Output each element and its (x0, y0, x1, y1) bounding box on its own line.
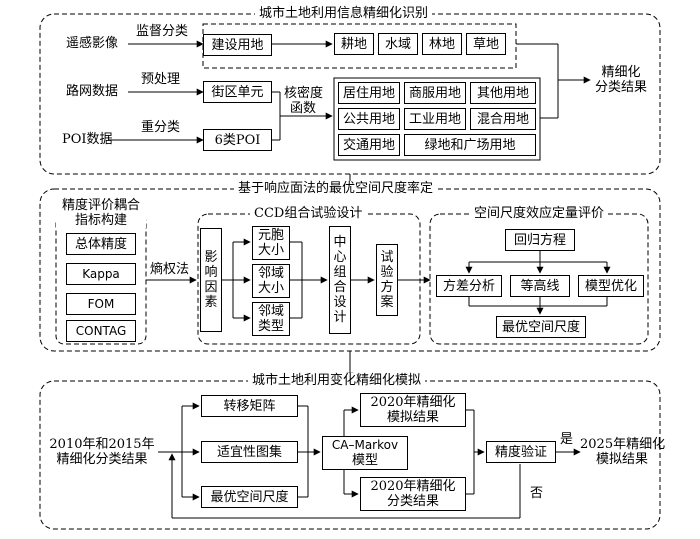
box-influence-factors: 影 响 因 素 (200, 228, 222, 332)
box-mixed: 混合用地 (470, 108, 536, 130)
box-regression-equation: 回归方程 (505, 229, 575, 251)
result-line-1: 精细化 (601, 65, 641, 80)
label-function: 函数 (290, 101, 317, 116)
box-2020-classification: 2020年精细化 分类结果 (360, 477, 466, 511)
box-overall-accuracy: 总体精度 (66, 233, 136, 255)
nbhd-size-line-1: 邻域 (257, 266, 284, 281)
sim-2020-line-1: 2020年精细化 (370, 395, 456, 410)
output-line-2: 模拟结果 (595, 452, 648, 467)
box-construction-land: 建设用地 (203, 34, 272, 56)
spatial-scale-title: 空间尺度效应定量评价 (470, 206, 609, 221)
label-entropy-weight: 熵权法 (150, 262, 190, 277)
box-cell-size: 元胞 大小 (252, 226, 290, 260)
box-optimal-scale-input: 最优空间尺度 (201, 486, 298, 508)
box-transport: 交通用地 (338, 134, 400, 156)
box-fom: FOM (66, 293, 136, 315)
output-line-1: 2025年精细化 (580, 437, 666, 452)
box-suitability-atlas: 适宜性图集 (201, 441, 298, 463)
section1-title: 城市土地利用信息精细化识别 (255, 6, 433, 21)
center-char: 心 (333, 250, 347, 265)
box-residential: 居住用地 (338, 82, 400, 104)
index-title-line-2: 指标构建 (74, 213, 127, 228)
cls-2020-line-1: 2020年精细化 (370, 479, 456, 494)
box-industrial: 工业用地 (404, 108, 466, 130)
scheme-char: 案 (380, 295, 394, 310)
box-public: 公共用地 (338, 108, 400, 130)
box-accuracy-validation: 精度验证 (486, 441, 556, 463)
nbhd-size-line-2: 大小 (257, 281, 284, 296)
box-forest: 林地 (422, 33, 462, 55)
cls-2020-line-2: 分类结果 (386, 494, 439, 509)
ca-markov-line-1: CA–Markov (331, 438, 399, 452)
result-refined-classification: 精细化 分类结果 (590, 65, 652, 95)
scheme-char: 方 (380, 280, 394, 295)
box-center-composite-design: 中 心 组 合 设 计 (329, 226, 351, 334)
label-reclassification: 重分类 (141, 120, 181, 135)
box-contag: CONTAG (66, 320, 136, 342)
box-block-unit: 街区单元 (203, 81, 272, 103)
box-neighborhood-size: 邻域 大小 (252, 264, 290, 298)
ca-markov-line-2: 模型 (351, 453, 378, 468)
box-variance-analysis: 方差分析 (436, 275, 502, 297)
index-construction-title: 精度评价耦合 指标构建 (56, 198, 146, 228)
box-experiment-scheme: 试 验 方 案 (376, 244, 398, 316)
box-contour: 等高线 (510, 275, 570, 297)
label-preprocessing: 预处理 (141, 72, 181, 87)
nbhd-type-line-1: 邻域 (257, 304, 284, 319)
box-model-optimization: 模型优化 (578, 275, 644, 297)
center-char: 组 (333, 265, 347, 280)
box-transition-matrix: 转移矩阵 (201, 395, 298, 417)
index-title-line-1: 精度评价耦合 (61, 198, 140, 213)
input-2010-2015: 2010年和2015年 精细化分类结果 (46, 437, 158, 467)
scheme-char: 试 (380, 250, 394, 265)
center-char: 计 (333, 310, 347, 325)
box-cultivated-land: 耕地 (334, 33, 374, 55)
box-kappa: Kappa (66, 263, 136, 285)
label-kernel-density: 核密度 (284, 86, 324, 101)
input-remote-sensing: 遥感影像 (66, 36, 119, 51)
label-no: 否 (530, 486, 544, 501)
box-ca-markov: CA–Markov 模型 (322, 436, 408, 470)
input-road-network: 路网数据 (66, 84, 119, 99)
factor-char: 因 (204, 280, 218, 295)
box-neighborhood-type: 邻域 类型 (252, 302, 290, 336)
factor-char: 影 (204, 250, 218, 265)
factor-char: 素 (204, 295, 218, 310)
center-char: 合 (333, 280, 347, 295)
box-green-square: 绿地和广场用地 (404, 134, 536, 156)
box-water: 水域 (378, 33, 418, 55)
box-commercial: 商服用地 (404, 82, 466, 104)
ccd-title: CCD组合试验设计 (250, 206, 367, 221)
label-yes: 是 (560, 432, 574, 447)
cell-size-line-2: 大小 (257, 243, 284, 258)
input-line-2: 精细化分类结果 (56, 452, 148, 467)
section2-title: 基于响应面法的最优空间尺度率定 (234, 181, 438, 196)
label-supervised-classification: 监督分类 (136, 24, 189, 39)
section3-title: 城市土地利用变化精细化模拟 (248, 373, 426, 388)
box-other-land: 其他用地 (470, 82, 536, 104)
box-2020-simulation: 2020年精细化 模拟结果 (360, 393, 466, 427)
output-2025-simulation: 2025年精细化 模拟结果 (580, 437, 666, 467)
result-line-2: 分类结果 (594, 80, 647, 95)
factor-char: 响 (204, 265, 218, 280)
center-char: 设 (333, 295, 347, 310)
box-optimal-scale: 最优空间尺度 (496, 316, 586, 338)
input-line-1: 2010年和2015年 (49, 437, 155, 452)
input-poi: POI数据 (62, 132, 113, 147)
box-grassland: 草地 (466, 33, 506, 55)
nbhd-type-line-2: 类型 (257, 319, 284, 334)
center-char: 中 (333, 235, 347, 250)
cell-size-line-1: 元胞 (257, 228, 284, 243)
sim-2020-line-2: 模拟结果 (386, 410, 439, 425)
box-poi-classes: 6类POI (203, 129, 272, 151)
scheme-char: 验 (380, 265, 394, 280)
